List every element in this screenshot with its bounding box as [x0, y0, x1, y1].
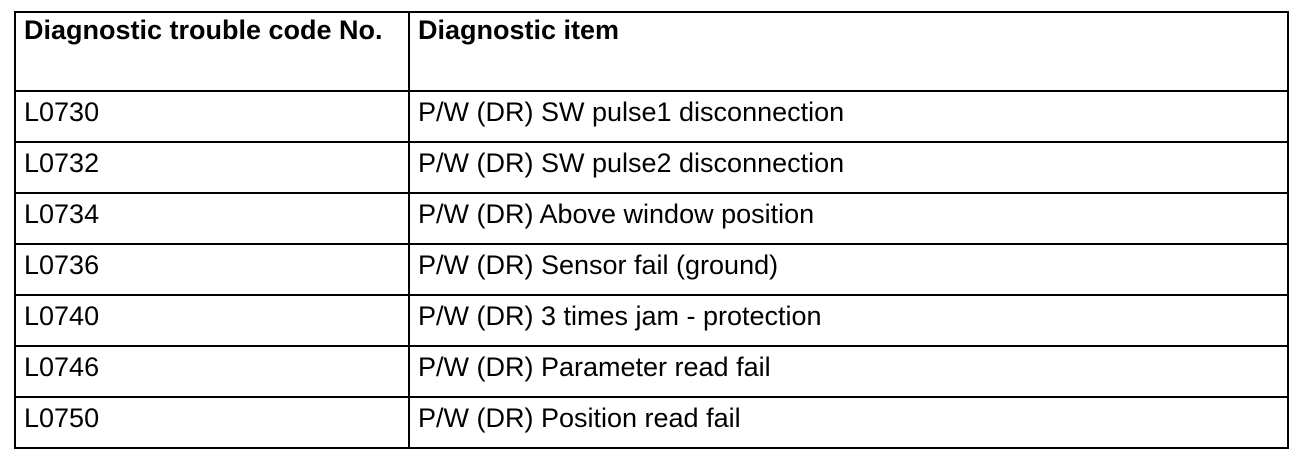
- table-body: L0730 P/W (DR) SW pulse1 disconnection L…: [14, 90, 1289, 449]
- table-row: L0736 P/W (DR) Sensor fail (ground): [14, 243, 1289, 296]
- dtc-code-cell: L0734: [14, 192, 410, 245]
- dtc-code-cell: L0746: [14, 345, 410, 398]
- diagnostic-item-cell: P/W (DR) SW pulse2 disconnection: [408, 141, 1289, 194]
- diagnostic-item-cell: P/W (DR) Sensor fail (ground): [408, 243, 1289, 296]
- diagnostic-item-cell: P/W (DR) SW pulse1 disconnection: [408, 90, 1289, 143]
- dtc-table: Diagnostic trouble code No. Diagnostic i…: [14, 11, 1289, 449]
- dtc-code-cell: L0736: [14, 243, 410, 296]
- table-row: L0730 P/W (DR) SW pulse1 disconnection: [14, 90, 1289, 143]
- dtc-code-cell: L0750: [14, 396, 410, 449]
- table-row: L0732 P/W (DR) SW pulse2 disconnection: [14, 141, 1289, 194]
- diagnostic-item-cell: P/W (DR) Position read fail: [408, 396, 1289, 449]
- diagnostic-item-cell: P/W (DR) 3 times jam - protection: [408, 294, 1289, 347]
- dtc-code-cell: L0732: [14, 141, 410, 194]
- table-row: L0746 P/W (DR) Parameter read fail: [14, 345, 1289, 398]
- header-diagnostic-item: Diagnostic item: [408, 11, 1289, 92]
- header-row: Diagnostic trouble code No. Diagnostic i…: [14, 11, 1289, 92]
- diagnostic-item-cell: P/W (DR) Above window position: [408, 192, 1289, 245]
- table-row: L0750 P/W (DR) Position read fail: [14, 396, 1289, 449]
- table-row: L0740 P/W (DR) 3 times jam - protection: [14, 294, 1289, 347]
- header-dtc-number: Diagnostic trouble code No.: [14, 11, 410, 92]
- dtc-code-cell: L0730: [14, 90, 410, 143]
- table-row: L0734 P/W (DR) Above window position: [14, 192, 1289, 245]
- dtc-code-cell: L0740: [14, 294, 410, 347]
- diagnostic-item-cell: P/W (DR) Parameter read fail: [408, 345, 1289, 398]
- table-header: Diagnostic trouble code No. Diagnostic i…: [14, 11, 1289, 92]
